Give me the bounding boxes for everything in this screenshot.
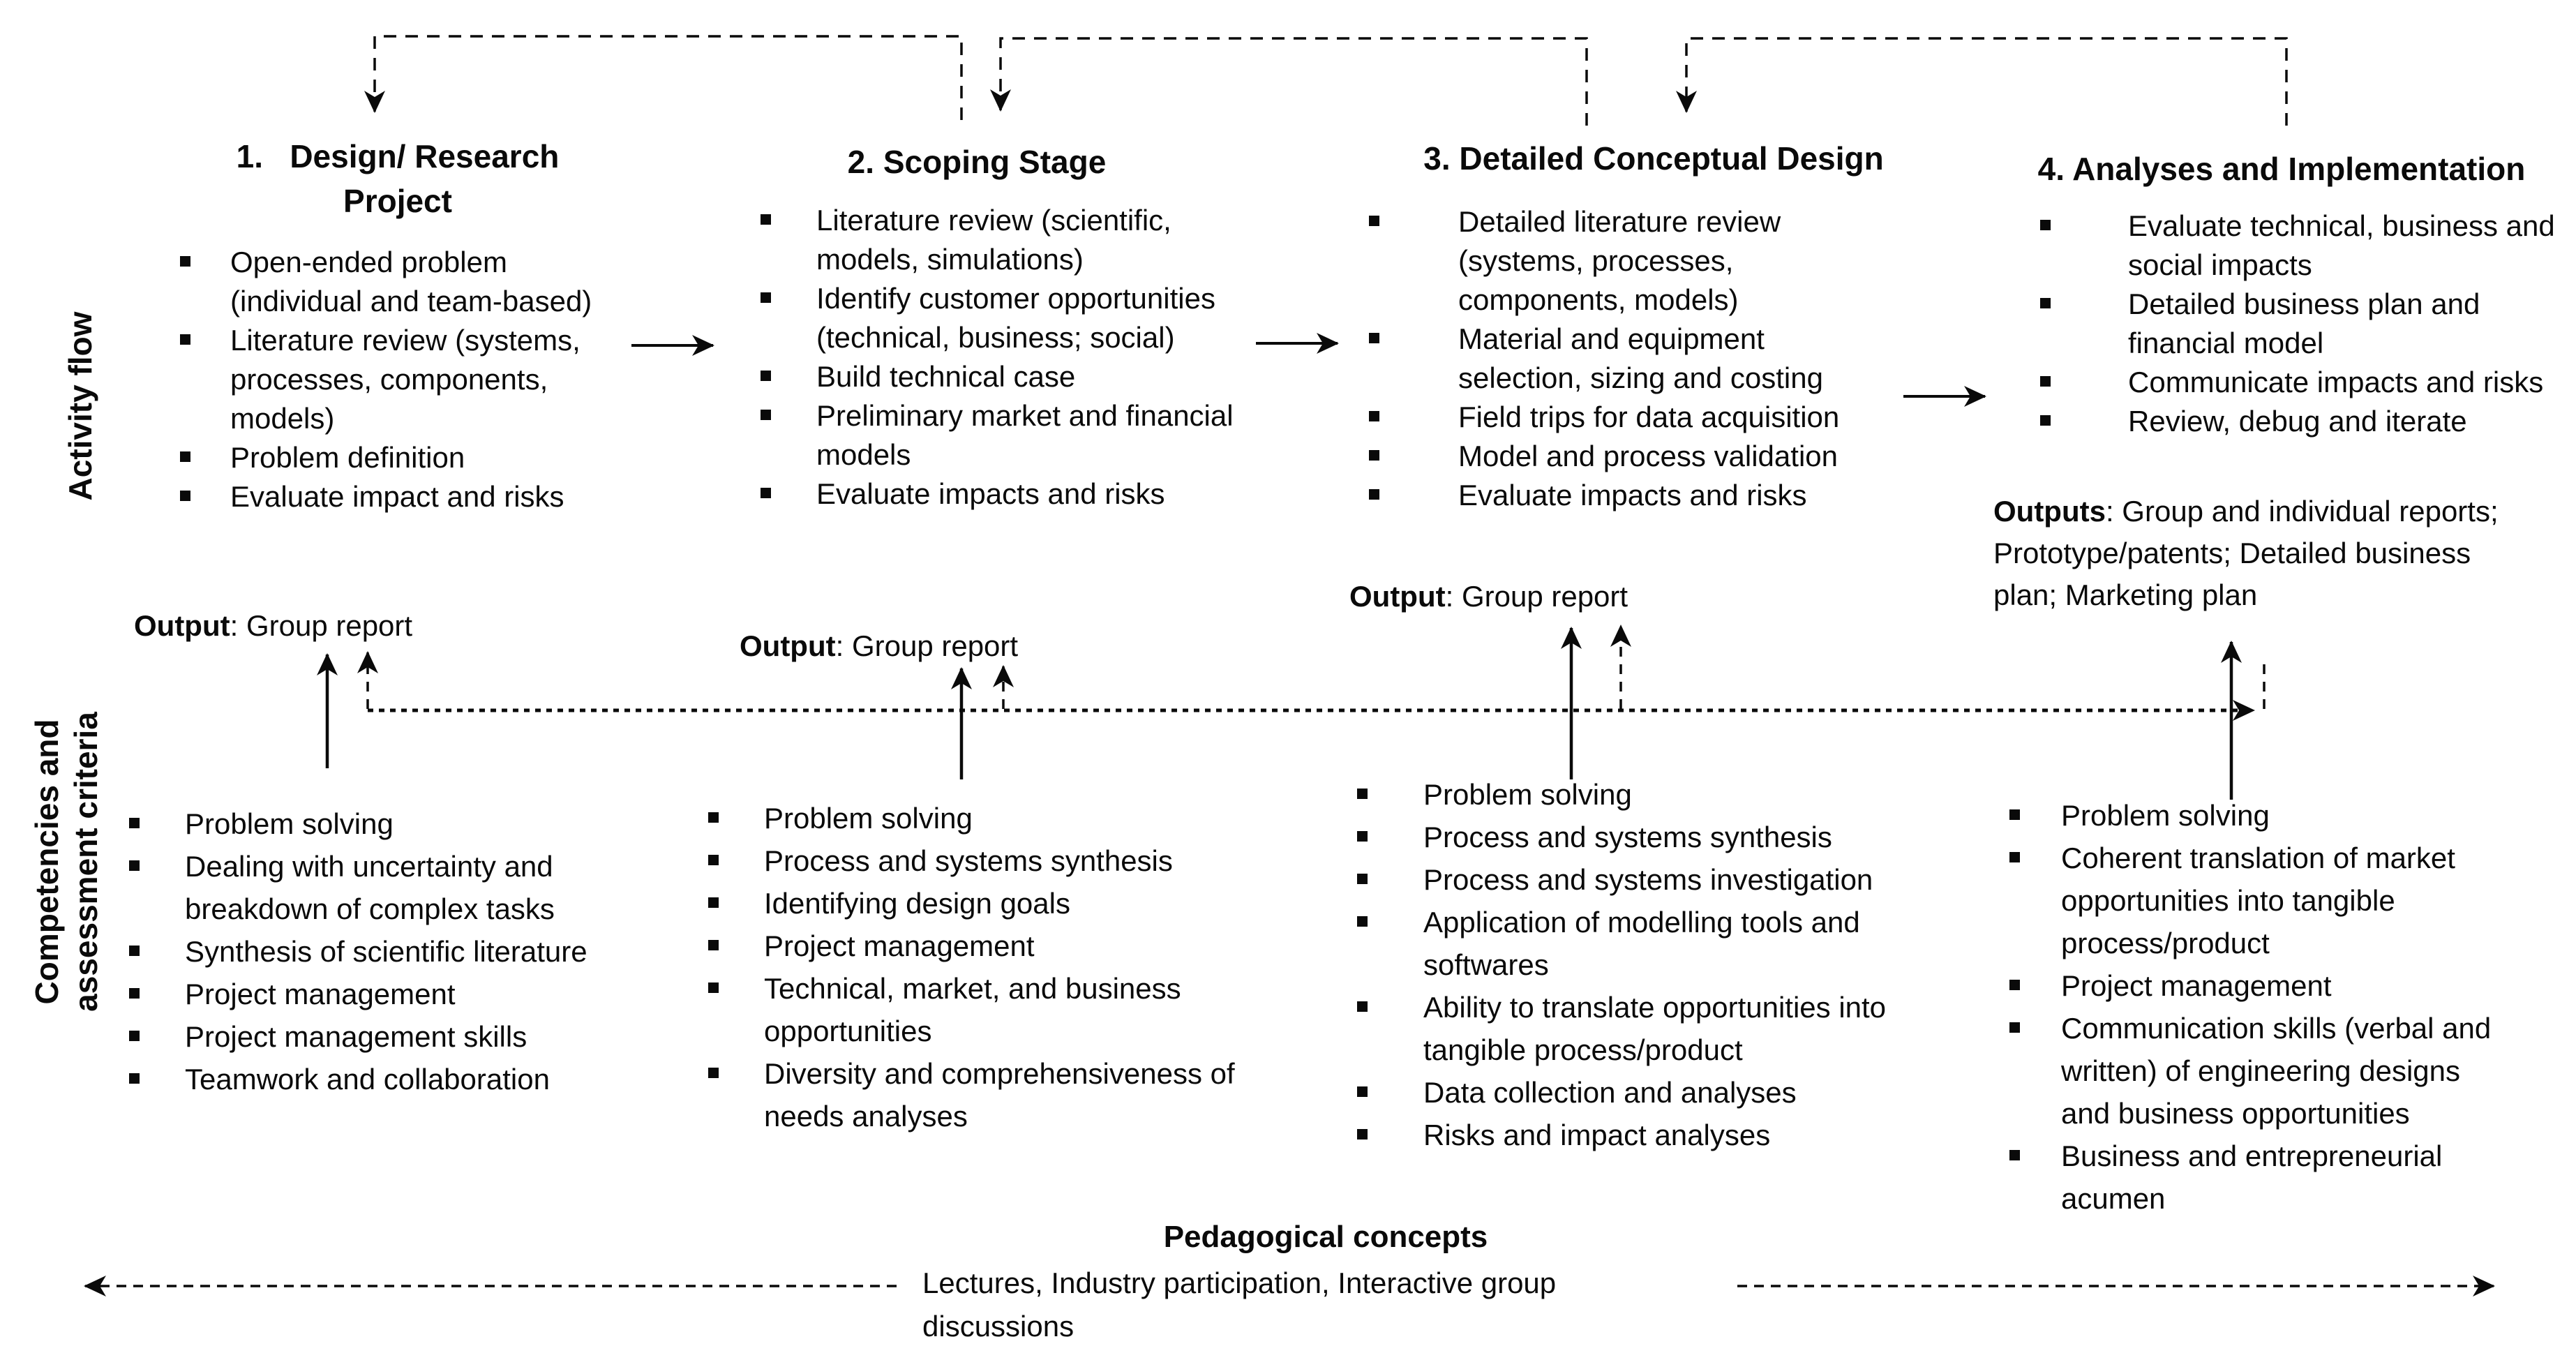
output-text: : Group report [230, 609, 413, 642]
stage-3-title: 3. Detailed Conceptual Design [1423, 140, 1884, 177]
list-item: Project management [129, 973, 659, 1015]
stage-4-activities: Evaluate technical, business and social … [2040, 207, 2575, 441]
list-item: Material and equipment selection, sizing… [1369, 320, 1877, 398]
list-item: Detailed business plan and financial mod… [2040, 285, 2575, 363]
list-item: Coherent translation of market opportuni… [2009, 837, 2494, 964]
stage-2-output: Output: Group report [740, 626, 1298, 666]
stage-3-output: Output: Group report [1349, 576, 1908, 617]
competency-column-3: Problem solving Process and systems synt… [1357, 773, 1940, 1156]
list-item: Ability to translate opportunities into … [1357, 986, 1940, 1071]
list-item: Process and systems synthesis [708, 839, 1252, 882]
list-item: Data collection and analyses [1357, 1071, 1940, 1114]
stage-1-activities: Open-ended problem (individual and team-… [180, 243, 621, 516]
competency-column-4: Problem solving Coherent translation of … [2009, 794, 2494, 1220]
list-item: Literature review (scientific, models, s… [761, 201, 1235, 279]
list-item: Project management [2009, 964, 2494, 1007]
list-item: Teamwork and collaboration [129, 1058, 659, 1100]
output-text: : Group and individual reports; Prototyp… [1993, 495, 2499, 611]
competency-column-1: Problem solving Dealing with uncertainty… [129, 802, 659, 1100]
pedagogical-concepts-title: Pedagogical concepts [1163, 1220, 1488, 1254]
list-item: Build technical case [761, 357, 1235, 396]
feedback-arrow-stage3-to-stage2-icon [990, 37, 1588, 126]
stage-2-activities: Literature review (scientific, models, s… [761, 201, 1235, 514]
stage-2-title: 2. Scoping Stage [847, 144, 1107, 180]
list-item: Evaluate technical, business and social … [2040, 207, 2575, 285]
competencies-label: Competencies and assessment criteria [27, 680, 105, 1043]
stage-1-title: 1. Design/ Research Project [236, 138, 560, 219]
output-label: Output [134, 609, 230, 642]
list-item: Risks and impact analyses [1357, 1114, 1940, 1156]
list-item: Project management skills [129, 1015, 659, 1058]
stage-4-title: 4. Analyses and Implementation [2037, 151, 2526, 187]
list-item: Problem solving [2009, 794, 2494, 837]
list-item: Process and systems synthesis [1357, 816, 1940, 858]
list-item: Evaluate impacts and risks [1369, 476, 1877, 515]
list-item: Evaluate impact and risks [180, 477, 621, 516]
competency-column-2: Problem solving Process and systems synt… [708, 797, 1252, 1137]
list-item: Field trips for data acquisition [1369, 398, 1877, 437]
output-label: Output [1349, 580, 1446, 613]
stage-1-output: Output: Group report [134, 606, 692, 646]
list-item: Detailed literature review (systems, pro… [1369, 202, 1877, 320]
stage-4-output: Outputs: Group and individual reports; P… [1993, 491, 2531, 616]
pedagogical-concepts-methods: Lectures, Industry participation, Intera… [922, 1266, 1557, 1343]
list-item: Preliminary market and financial models [761, 396, 1235, 474]
list-item: Review, debug and iterate [2040, 402, 2575, 441]
list-item: Process and systems investigation [1357, 858, 1940, 901]
list-item: Communication skills (verbal and written… [2009, 1007, 2494, 1135]
competencies-label-line2: assessment criteria [68, 712, 104, 1012]
competencies-label-line1: Competencies and [29, 719, 65, 1005]
stage-3-activities: Detailed literature review (systems, pro… [1369, 202, 1877, 515]
list-item: Business and entrepreneurial acumen [2009, 1135, 2494, 1220]
list-item: Technical, market, and business opportun… [708, 967, 1252, 1052]
list-item: Evaluate impacts and risks [761, 474, 1235, 514]
list-item: Problem solving [708, 797, 1252, 839]
list-item: Project management [708, 925, 1252, 967]
list-item: Literature review (systems, processes, c… [180, 321, 621, 438]
list-item: Synthesis of scientific literature [129, 930, 659, 973]
list-item: Application of modelling tools and softw… [1357, 901, 1940, 986]
output-text: : Group report [835, 629, 1019, 662]
list-item: Problem solving [1357, 773, 1940, 816]
list-item: Identify customer opportunities (technic… [761, 279, 1235, 357]
list-item: Problem definition [180, 438, 621, 477]
list-item: Communicate impacts and risks [2040, 363, 2575, 402]
list-item: Identifying design goals [708, 882, 1252, 925]
output-text: : Group report [1445, 580, 1628, 613]
list-item: Model and process validation [1369, 437, 1877, 476]
list-item: Open-ended problem (individual and team-… [180, 243, 621, 321]
feedback-arrow-stage4-to-stage3-icon [1676, 37, 2288, 126]
list-item: Problem solving [129, 802, 659, 845]
feedback-arrow-stage2-to-stage1-icon [364, 35, 963, 120]
list-item: Diversity and comprehensiveness of needs… [708, 1052, 1252, 1137]
output-label: Output [740, 629, 836, 662]
output-label: Outputs [1993, 495, 2106, 528]
list-item: Dealing with uncertainty and breakdown o… [129, 845, 659, 930]
activity-flow-label: Activity flow [62, 311, 98, 501]
